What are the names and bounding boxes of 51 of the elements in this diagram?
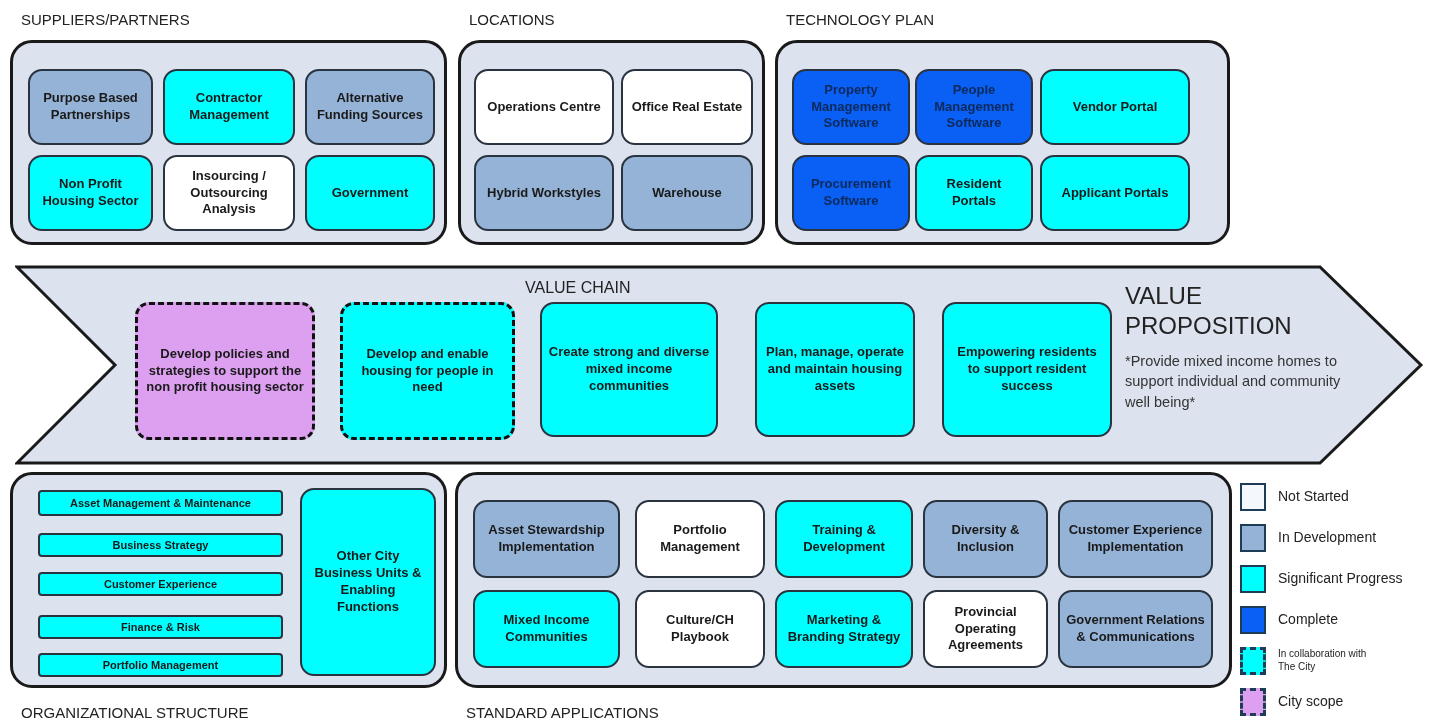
legend-label: Significant Progress bbox=[1278, 569, 1404, 588]
status-box: Training & Development bbox=[775, 500, 913, 578]
status-box: Develop policies and strategies to support the non profit housing sector bbox=[135, 302, 315, 440]
status-box: Provincial Operating Agreements bbox=[923, 590, 1048, 668]
unit-bar: Finance & Risk bbox=[38, 615, 283, 639]
legend-label: In collaboration with The City bbox=[1278, 648, 1368, 673]
panel-heading: TECHNOLOGY PLAN bbox=[786, 11, 935, 28]
status-box: Non Profit Housing Sector bbox=[28, 155, 153, 231]
status-box: Mixed Income Communities bbox=[473, 590, 620, 668]
status-box: Develop and enable housing for people in need bbox=[340, 302, 515, 440]
value-proposition-heading: VALUE PROPOSITION bbox=[1125, 281, 1293, 341]
status-box: Alternative Funding Sources bbox=[305, 69, 435, 145]
status-box: Warehouse bbox=[621, 155, 753, 231]
panel-heading: LOCATIONS bbox=[469, 11, 555, 28]
legend-label: City scope bbox=[1278, 692, 1345, 711]
status-box: Operations Centre bbox=[474, 69, 614, 145]
status-box: Other City Business Units & Enabling Functions bbox=[300, 488, 436, 676]
status-box: Culture/CH Playbook bbox=[635, 590, 765, 668]
legend-label: Complete bbox=[1278, 610, 1339, 629]
status-box: Government bbox=[305, 155, 435, 231]
status-box: Customer Experience Implementation bbox=[1058, 500, 1213, 578]
status-box: Government Relations & Communications bbox=[1058, 590, 1213, 668]
unit-bar: Asset Management & Maintenance bbox=[38, 490, 283, 516]
status-box: Procurement Software bbox=[792, 155, 910, 231]
status-box: Create strong and diverse mixed income communities bbox=[540, 302, 718, 437]
value-proposition-text: *Provide mixed income homes to support individual and community well being* bbox=[1125, 352, 1342, 412]
status-box: Diversity & Inclusion bbox=[923, 500, 1048, 578]
legend-label: Not Started bbox=[1278, 487, 1350, 506]
status-box: Purpose Based Partnerships bbox=[28, 69, 153, 145]
status-box: Plan, manage, operate and maintain housing assets bbox=[755, 302, 915, 437]
status-box: Empowering residents to support resident success bbox=[942, 302, 1112, 437]
status-box: Applicant Portals bbox=[1040, 155, 1190, 231]
status-box: Resident Portals bbox=[915, 155, 1033, 231]
status-box: Insourcing / Outsourcing Analysis bbox=[163, 155, 295, 231]
status-box: Asset Stewardship Implementation bbox=[473, 500, 620, 578]
status-box: Vendor Portal bbox=[1040, 69, 1190, 145]
status-box: Property Management Software bbox=[792, 69, 910, 145]
unit-bar: Business Strategy bbox=[38, 533, 283, 557]
unit-bar: Portfolio Management bbox=[38, 653, 283, 677]
unit-bar: Customer Experience bbox=[38, 572, 283, 596]
legend-label: In Development bbox=[1278, 528, 1378, 547]
status-box: Marketing & Branding Strategy bbox=[775, 590, 913, 668]
panel-heading: STANDARD APPLICATIONS bbox=[466, 704, 659, 721]
status-box: Contractor Management bbox=[163, 69, 295, 145]
panel-heading: ORGANIZATIONAL STRUCTURE bbox=[21, 704, 249, 721]
band-heading: VALUE CHAIN bbox=[525, 279, 631, 297]
panel-heading: SUPPLIERS/PARTNERS bbox=[21, 11, 190, 28]
status-box: Portfolio Management bbox=[635, 500, 765, 578]
status-box: Hybrid Workstyles bbox=[474, 155, 614, 231]
status-box: Office Real Estate bbox=[621, 69, 753, 145]
status-box: People Management Software bbox=[915, 69, 1033, 145]
